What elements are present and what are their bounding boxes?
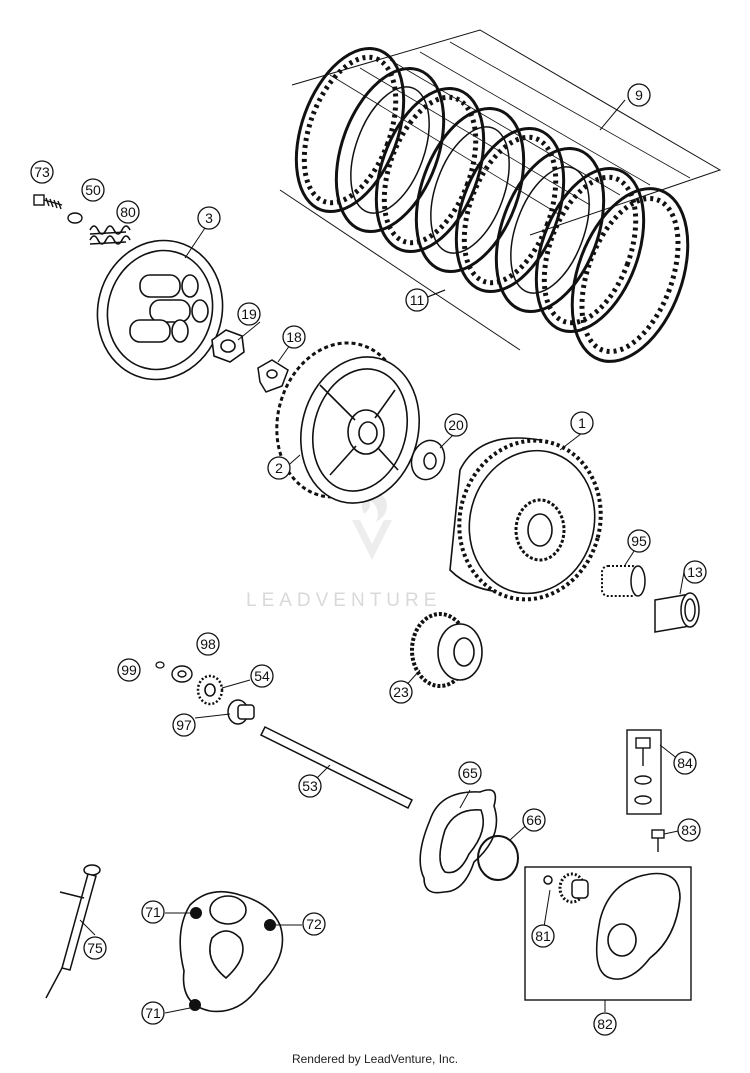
leader-lines xyxy=(79,99,685,1014)
callout-83: 83 xyxy=(677,818,701,842)
callout-3: 3 xyxy=(197,206,221,230)
svg-text:66: 66 xyxy=(526,812,542,828)
callouts: 9 73 50 80 3 19 18 11 20 1 2 95 13 98 99… xyxy=(30,83,707,1036)
svg-text:72: 72 xyxy=(306,916,322,932)
bearing-54 xyxy=(196,674,224,706)
callout-1: 1 xyxy=(570,411,594,435)
bolt-71-lower xyxy=(189,999,201,1011)
callout-2: 2 xyxy=(267,456,291,480)
svg-text:75: 75 xyxy=(87,940,103,956)
watermark-text: LEADVENTURE xyxy=(246,590,441,611)
kit-box-82 xyxy=(524,866,692,1001)
callout-54: 54 xyxy=(250,664,274,688)
callout-73: 73 xyxy=(30,160,54,184)
gasket-65 xyxy=(419,789,498,894)
svg-text:81: 81 xyxy=(535,928,551,944)
svg-text:98: 98 xyxy=(200,636,216,652)
nut-19 xyxy=(211,329,245,363)
callout-66: 66 xyxy=(522,808,546,832)
svg-text:83: 83 xyxy=(681,822,697,838)
svg-text:84: 84 xyxy=(677,755,693,771)
bolt-84 xyxy=(634,737,652,805)
svg-text:54: 54 xyxy=(254,668,270,684)
piston-81 xyxy=(543,872,589,904)
slave-cylinder-82 xyxy=(595,872,681,980)
svg-text:9: 9 xyxy=(635,87,643,103)
needle-bearing-95 xyxy=(601,565,646,597)
svg-text:50: 50 xyxy=(85,182,101,198)
svg-text:11: 11 xyxy=(410,292,425,308)
svg-text:18: 18 xyxy=(286,329,302,345)
svg-text:2: 2 xyxy=(275,460,283,476)
primary-gear-23 xyxy=(410,612,483,688)
callout-75: 75 xyxy=(83,936,107,960)
spring-80 xyxy=(89,225,131,245)
callout-23: 23 xyxy=(389,680,413,704)
svg-text:95: 95 xyxy=(631,533,647,549)
svg-text:13: 13 xyxy=(687,564,703,580)
callout-19: 19 xyxy=(237,302,261,326)
screw-83 xyxy=(651,829,665,852)
pushrod-piece-97 xyxy=(227,699,255,725)
svg-text:19: 19 xyxy=(241,306,257,322)
bolt-72 xyxy=(264,919,276,931)
svg-text:53: 53 xyxy=(302,778,318,794)
callout-9: 9 xyxy=(627,83,651,107)
svg-text:73: 73 xyxy=(34,164,50,180)
callout-18: 18 xyxy=(282,325,306,349)
svg-text:80: 80 xyxy=(120,204,136,220)
lock-washer-18 xyxy=(257,359,289,393)
pressure-plate xyxy=(96,239,224,381)
callout-65: 65 xyxy=(458,761,482,785)
footer-credit: Rendered by LeadVenture, Inc. xyxy=(291,1052,459,1066)
push-rod-53 xyxy=(259,725,414,810)
callout-99: 99 xyxy=(117,658,141,682)
svg-text:71: 71 xyxy=(145,1005,161,1021)
callout-81: 81 xyxy=(531,924,555,948)
grease-syringe-75 xyxy=(45,864,101,999)
svg-text:20: 20 xyxy=(448,417,464,433)
callout-53: 53 xyxy=(298,774,322,798)
thrust-washer-20 xyxy=(410,439,446,481)
callout-72: 72 xyxy=(302,912,326,936)
svg-text:97: 97 xyxy=(176,717,192,733)
callout-82: 82 xyxy=(593,1012,617,1036)
o-ring-66 xyxy=(477,835,519,881)
callout-20: 20 xyxy=(444,413,468,437)
callout-50: 50 xyxy=(81,178,105,202)
callout-11: 11 xyxy=(405,288,429,312)
washer-98 xyxy=(171,665,193,683)
svg-text:65: 65 xyxy=(462,765,478,781)
svg-text:71: 71 xyxy=(145,904,161,920)
slave-cylinder-cover xyxy=(179,890,284,1013)
callout-71-upper: 71 xyxy=(141,900,165,924)
callout-80: 80 xyxy=(116,200,140,224)
svg-text:82: 82 xyxy=(597,1016,613,1032)
svg-text:99: 99 xyxy=(121,662,137,678)
svg-text:23: 23 xyxy=(393,684,409,700)
inner-clutch-hub xyxy=(275,341,421,504)
washer-50 xyxy=(67,212,83,224)
callout-98: 98 xyxy=(196,632,220,656)
ring-99 xyxy=(155,661,165,669)
clutch-disc-stack xyxy=(279,29,722,363)
callout-13: 13 xyxy=(683,560,707,584)
outer-clutch-basket xyxy=(449,437,603,602)
svg-text:1: 1 xyxy=(578,415,586,431)
svg-text:3: 3 xyxy=(205,210,213,226)
bushing-13 xyxy=(654,592,700,633)
bolt-71-upper xyxy=(190,907,202,919)
callout-97: 97 xyxy=(172,713,196,737)
bolt-73 xyxy=(33,194,63,210)
callout-84: 84 xyxy=(673,751,697,775)
callout-95: 95 xyxy=(627,529,651,553)
callout-71-lower: 71 xyxy=(141,1001,165,1025)
